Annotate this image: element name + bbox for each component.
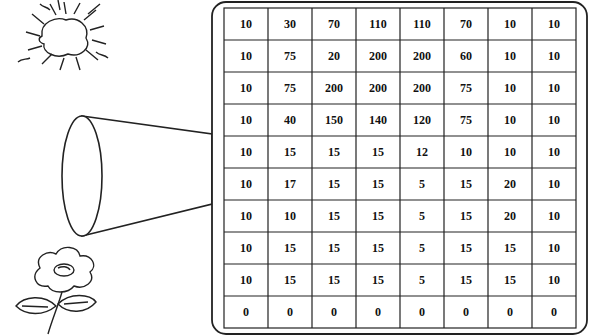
pixel-value: 150 (313, 105, 355, 135)
pixel-value: 10 (225, 265, 267, 295)
pixel-value: 10 (489, 9, 531, 39)
camera-lens (62, 116, 212, 236)
pixel-value: 15 (445, 233, 487, 263)
pixel-value: 17 (269, 169, 311, 199)
pixel-value: 10 (533, 41, 575, 71)
pixel-value: 5 (401, 233, 443, 263)
pixel-value: 0 (445, 297, 487, 327)
pixel-value: 5 (401, 265, 443, 295)
pixel-value: 30 (269, 9, 311, 39)
pixel-value: 10 (225, 9, 267, 39)
pixel-value: 15 (357, 201, 399, 231)
pixel-value: 10 (533, 233, 575, 263)
pixel-value: 140 (357, 105, 399, 135)
pixel-value: 200 (357, 41, 399, 71)
pixel-value: 110 (401, 9, 443, 39)
pixel-value: 15 (313, 201, 355, 231)
pixel-value: 0 (269, 297, 311, 327)
pixel-value: 15 (313, 137, 355, 167)
pixel-value: 75 (445, 73, 487, 103)
sun (18, 0, 108, 70)
pixel-value: 15 (269, 137, 311, 167)
pixel-value: 70 (445, 9, 487, 39)
pixel-value: 15 (313, 265, 355, 295)
pixel-value: 0 (533, 297, 575, 327)
pixel-value: 0 (401, 297, 443, 327)
pixel-value: 75 (269, 73, 311, 103)
pixel-value: 15 (357, 137, 399, 167)
pixel-value: 10 (225, 201, 267, 231)
pixel-value: 15 (489, 233, 531, 263)
pixel-value: 10 (225, 105, 267, 135)
pixel-value: 10 (445, 137, 487, 167)
pixel-value: 200 (401, 73, 443, 103)
pixel-value: 15 (313, 169, 355, 199)
pixel-value: 15 (489, 265, 531, 295)
pixel-value: 15 (445, 265, 487, 295)
pixel-value: 10 (533, 9, 575, 39)
pixel-value: 15 (357, 233, 399, 263)
pixel-value: 10 (269, 201, 311, 231)
pixel-value: 10 (533, 201, 575, 231)
pixel-value: 75 (445, 105, 487, 135)
pixel-value: 10 (533, 73, 575, 103)
pixel-value: 15 (445, 169, 487, 199)
pixel-value: 10 (533, 265, 575, 295)
pixel-value: 10 (533, 169, 575, 199)
pixel-value: 200 (357, 73, 399, 103)
pixel-value: 12 (401, 137, 443, 167)
pixel-value: 75 (269, 41, 311, 71)
pixel-value: 60 (445, 41, 487, 71)
pixel-value: 10 (489, 105, 531, 135)
pixel-value: 10 (225, 137, 267, 167)
pixel-value: 120 (401, 105, 443, 135)
pixel-value: 0 (225, 297, 267, 327)
pixel-value: 110 (357, 9, 399, 39)
pixel-value: 15 (269, 233, 311, 263)
pixel-value: 10 (533, 137, 575, 167)
pixel-value: 10 (225, 73, 267, 103)
pixel-value: 200 (401, 41, 443, 71)
pixel-value: 15 (357, 169, 399, 199)
pixel-value: 70 (313, 9, 355, 39)
camera-body (212, 2, 587, 334)
pixel-value: 0 (313, 297, 355, 327)
pixel-value: 20 (313, 41, 355, 71)
pixel-value: 10 (489, 73, 531, 103)
pixel-value: 5 (401, 201, 443, 231)
pixel-value: 15 (269, 265, 311, 295)
pixel-value: 10 (489, 41, 531, 71)
pixel-value: 10 (533, 105, 575, 135)
pixel-value: 15 (445, 201, 487, 231)
pixel-value: 10 (225, 41, 267, 71)
pixel-value: 20 (489, 169, 531, 199)
pixel-value: 10 (225, 233, 267, 263)
pixel-grid (224, 8, 576, 328)
pixel-value: 15 (313, 233, 355, 263)
pixel-value: 10 (489, 137, 531, 167)
pixel-value: 0 (357, 297, 399, 327)
pixel-value: 20 (489, 201, 531, 231)
pixel-value: 10 (225, 169, 267, 199)
pixel-value: 40 (269, 105, 311, 135)
pixel-value: 5 (401, 169, 443, 199)
pixel-value: 200 (313, 73, 355, 103)
pixel-value: 15 (357, 265, 399, 295)
flower (16, 247, 96, 334)
pixel-value: 0 (489, 297, 531, 327)
